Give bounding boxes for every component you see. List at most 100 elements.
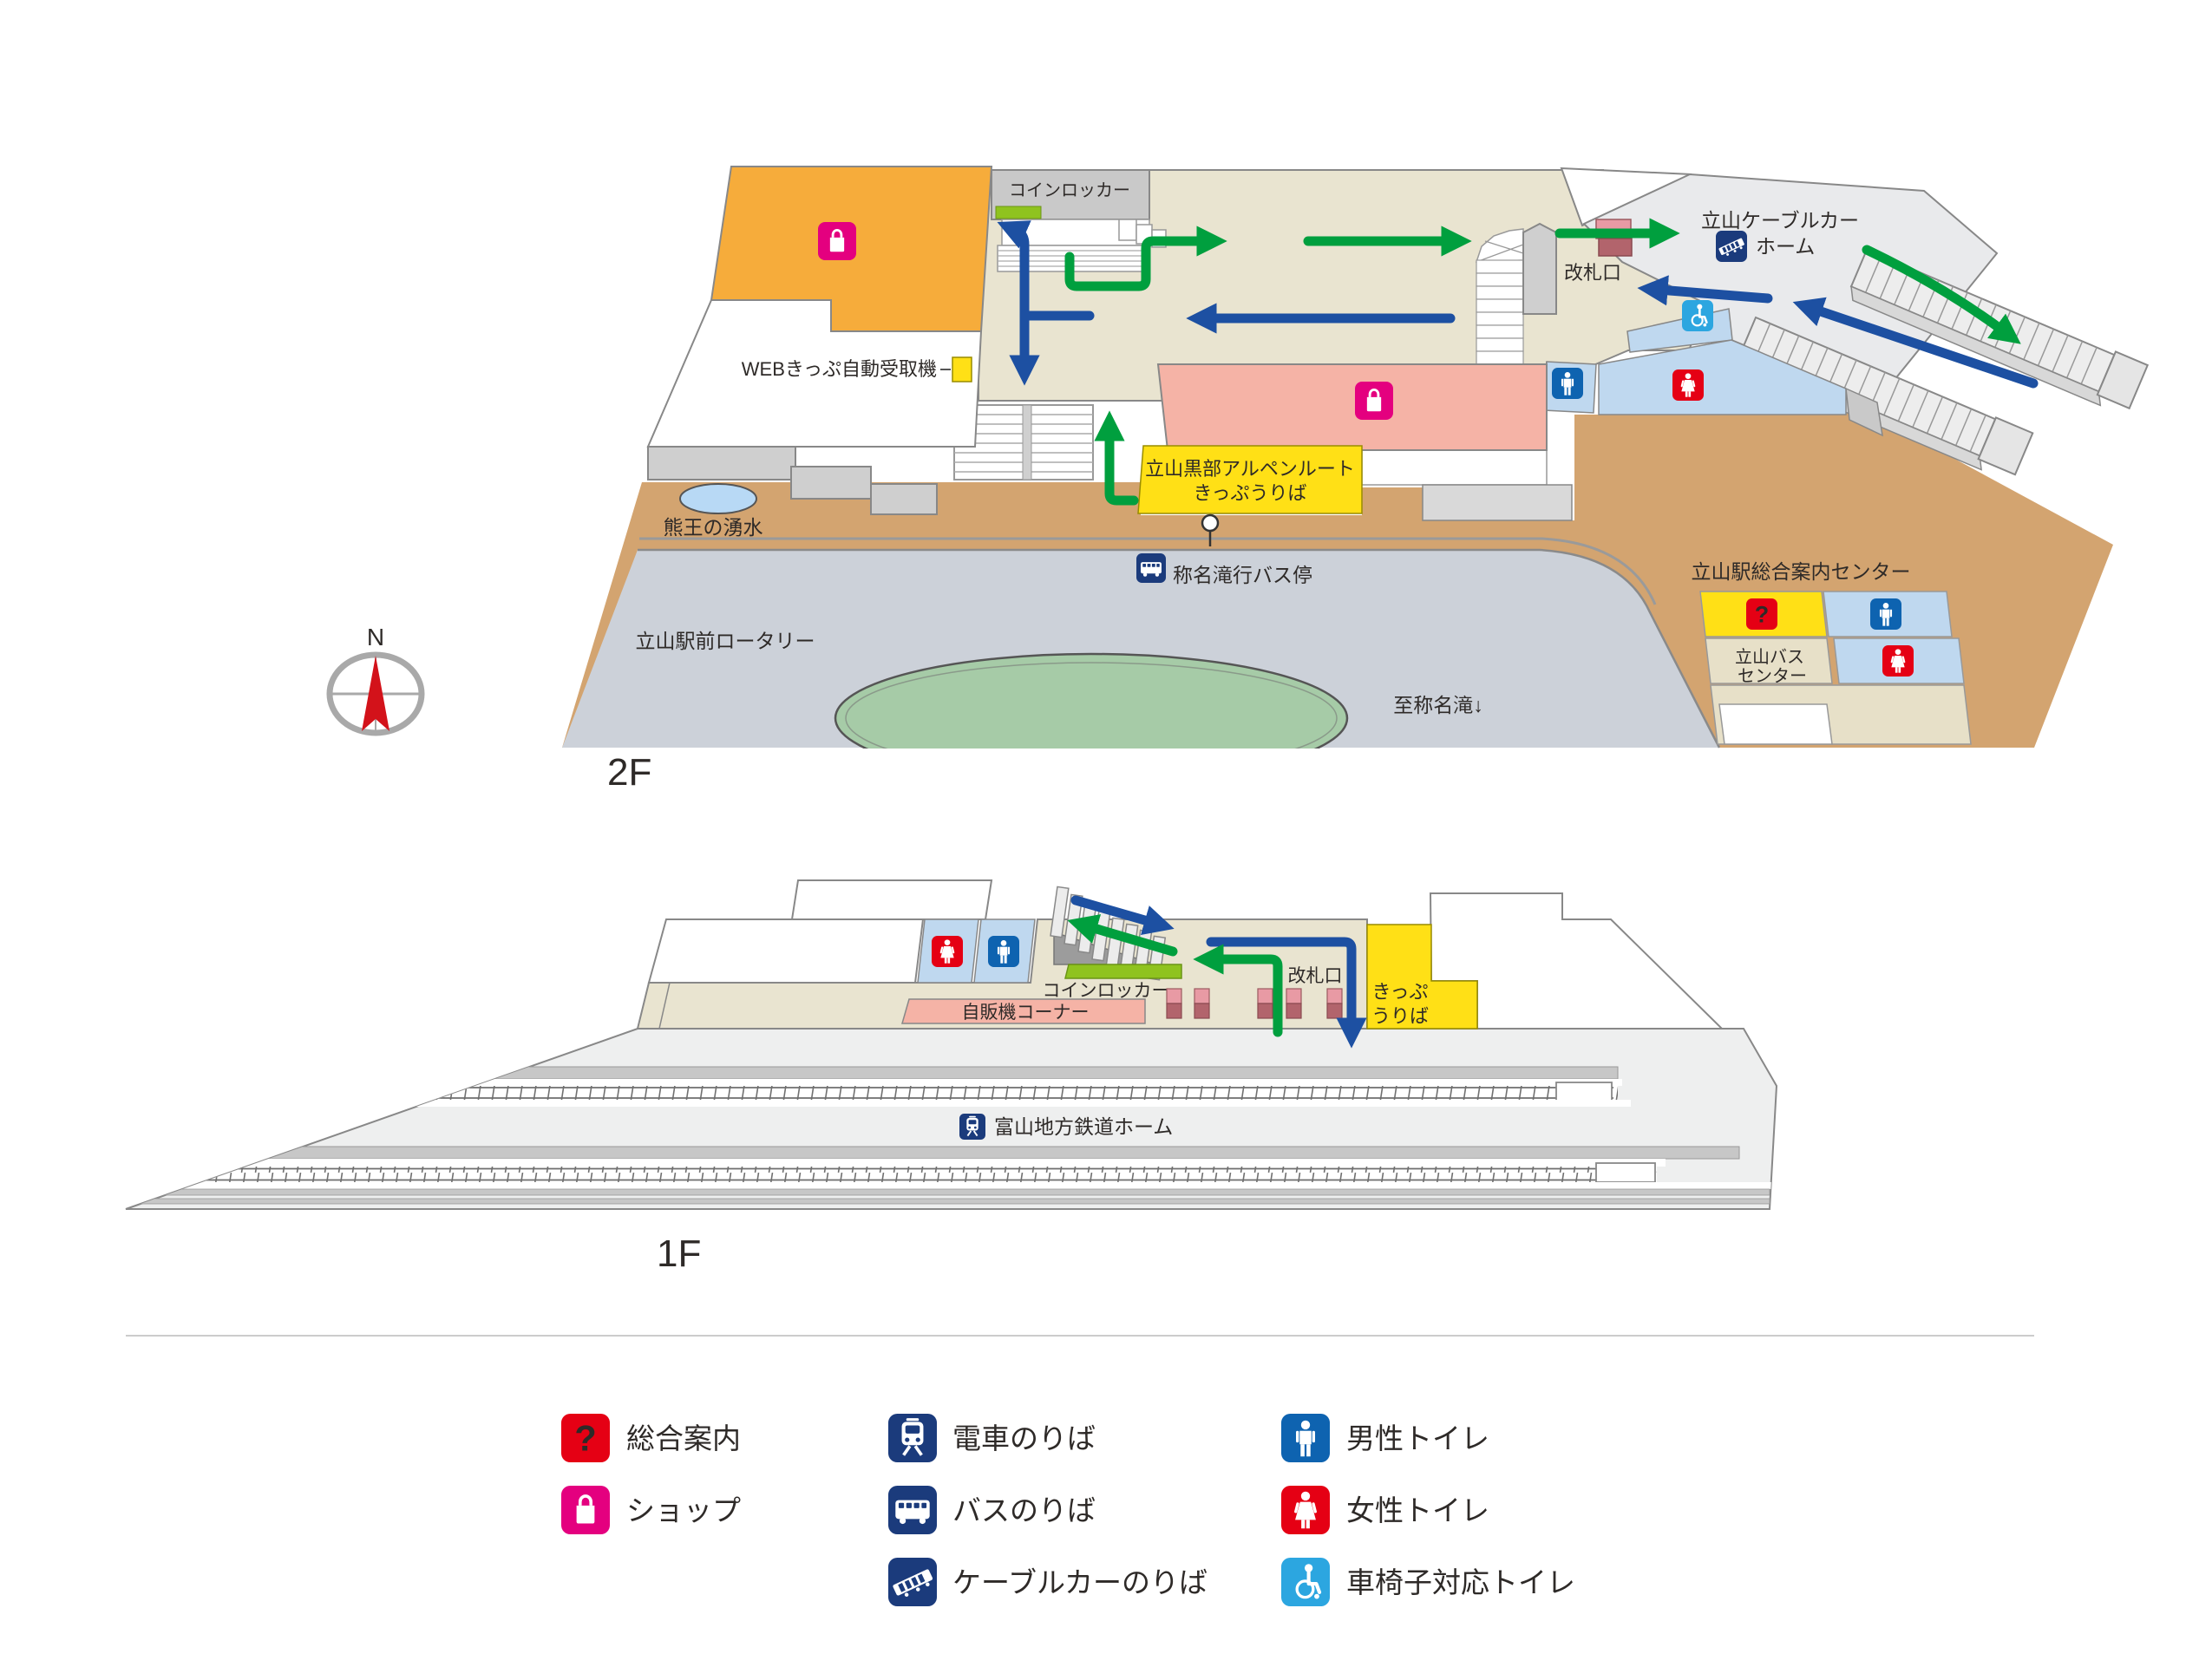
train-icon <box>959 1114 985 1140</box>
locker-step-1 <box>1118 219 1137 241</box>
coin-locker-green-bar-2f <box>995 206 1042 219</box>
bus-center-label-2: センター <box>1738 666 1807 686</box>
track2-buffer <box>1595 1162 1656 1183</box>
ticket-gate-1f <box>1166 988 1343 1019</box>
bus-center-area <box>1705 637 1833 684</box>
web-ticket-machine <box>952 356 972 382</box>
compass-needle <box>362 656 389 731</box>
south-gray-block <box>1422 484 1573 521</box>
wall-tick-1f <box>658 982 671 1030</box>
web-ticket-label: WEBきっぷ自動受取機 <box>742 358 937 380</box>
floor2-map: 熊王の湧水 称名滝行バス停 立山駅前ロータリー 至称名滝↓ 立山駅総合案内センタ… <box>326 166 2150 818</box>
blue-route-from-cable <box>1637 275 1773 306</box>
info-center-block: 立山駅総合案内センター 立山バス センター <box>1692 560 1972 745</box>
vending-corner-label: 自販機コーナー <box>962 1003 1090 1023</box>
female-icon <box>932 936 963 967</box>
female-icon <box>1882 645 1914 677</box>
female-toilet-area-2f <box>1598 339 1847 415</box>
female-icon <box>1672 369 1704 401</box>
ticket-gate-label-2f: 改札口 <box>1564 262 1621 284</box>
shop-area-pink-2f <box>1156 363 1548 451</box>
legend-label-bus: バスのりば <box>952 1494 1096 1526</box>
shop-icon <box>561 1486 610 1534</box>
route-arrows-2f <box>997 218 2039 506</box>
ticket-gate-label-1f: 改札口 <box>1288 966 1343 986</box>
female-icon <box>1281 1486 1330 1534</box>
blue-route-ramp <box>1792 297 2039 389</box>
compass-north-label: N <box>367 624 384 650</box>
wheelchair-icon <box>1682 300 1713 331</box>
floor1-label: 1F <box>657 1232 701 1275</box>
compass: N <box>326 624 425 736</box>
blue-route-gate-1f <box>1206 937 1367 1049</box>
alpen-ticket-label-1: 立山黒部アルペンルート <box>1145 458 1355 480</box>
bus-icon <box>1136 553 1166 583</box>
kumao-spring-pond <box>679 483 757 514</box>
info-block-white-room <box>1718 703 1833 745</box>
cablecar-icon <box>1716 231 1747 262</box>
vending-corner-1f <box>901 998 1146 1024</box>
ticket-office-1f <box>1366 924 1478 1030</box>
terrace-block-3 <box>870 483 938 515</box>
route-arrows-1f <box>1067 895 1367 1049</box>
male-icon <box>1281 1414 1330 1462</box>
legend-label-cablecar: ケーブルカーのりば <box>952 1566 1208 1598</box>
ticket-office-label-2: うりば <box>1371 1005 1429 1027</box>
cablecar-home-label-2: ホーム <box>1756 235 1815 258</box>
gate-block-dark-2f <box>1598 238 1633 257</box>
male-icon <box>1870 598 1901 630</box>
green-route-south-stairs <box>1094 410 1139 506</box>
track-stripes <box>128 1066 1774 1205</box>
concourse-1f <box>636 918 1368 1030</box>
legend-label-female: 女性トイレ <box>1346 1494 1489 1526</box>
coin-locker-label-2f: コインロッカー <box>1009 181 1130 200</box>
male-icon <box>988 936 1019 967</box>
info-center-label: 立山駅総合案内センター <box>1692 560 1911 583</box>
legend: 総合案内 ショップ 電車のりば バスのりば ケーブルカーのりば 男性トイレ 女性… <box>561 1414 1575 1606</box>
legend-label-shop: ショップ <box>626 1494 741 1526</box>
blue-route-stairs-1f <box>1070 895 1175 935</box>
male-icon <box>1552 368 1583 399</box>
wheelchair-icon <box>1281 1558 1330 1606</box>
green-route-u <box>1064 226 1227 291</box>
bus-icon <box>888 1486 937 1534</box>
map-bottom-mask <box>520 748 1822 818</box>
shop-icon <box>818 222 856 260</box>
train-icon <box>888 1414 937 1462</box>
info-icon <box>1746 598 1777 630</box>
to-shomyodaki-label: 至称名滝↓ <box>1393 694 1483 716</box>
ticket-office-label-1: きっぷ <box>1371 981 1428 1003</box>
cablecar-home-label-1: 立山ケーブルカー <box>1701 209 1859 232</box>
legend-label-train: 電車のりば <box>952 1422 1096 1454</box>
bus-stop-label: 称名滝行バス停 <box>1173 564 1312 586</box>
legend-label-info: 総合案内 <box>626 1422 741 1454</box>
room-white-upper-1f <box>790 879 993 920</box>
road-curb <box>639 537 1657 605</box>
office-pole-sign <box>1201 513 1220 533</box>
track1-buffer <box>1555 1082 1613 1102</box>
terrace-block-1 <box>647 446 796 480</box>
cablecar-icon <box>888 1558 937 1606</box>
coin-locker-bar-1f <box>1064 964 1182 979</box>
chitetsu-platform-label: 富山地方鉄道ホーム <box>994 1115 1173 1138</box>
kumao-spring-label: 熊王の湧水 <box>664 516 763 539</box>
toilet-wall-block <box>1845 387 1883 437</box>
alpen-ticket-office <box>1137 445 1363 514</box>
legend-label-male: 男性トイレ <box>1346 1422 1489 1454</box>
road-edge <box>638 548 1721 748</box>
green-route-gate-1f <box>1193 944 1283 1037</box>
legend-label-wheelchair: 車椅子対応トイレ <box>1346 1566 1575 1598</box>
south-white-band <box>1361 449 1548 486</box>
terrace-block-2 <box>790 466 872 500</box>
blue-route-vertical <box>997 220 1040 386</box>
shop-icon <box>1355 382 1393 420</box>
coin-locker-label-1f: コインロッカー <box>1043 981 1170 1001</box>
green-route-stairs-1f <box>1067 914 1178 957</box>
rotary-label: 立山駅前ロータリー <box>636 630 815 652</box>
green-route-ramp <box>1862 245 2021 344</box>
room-white-lower-1f <box>647 918 925 984</box>
floor2-label: 2F <box>607 751 651 794</box>
elevator-shaft <box>1522 222 1557 315</box>
